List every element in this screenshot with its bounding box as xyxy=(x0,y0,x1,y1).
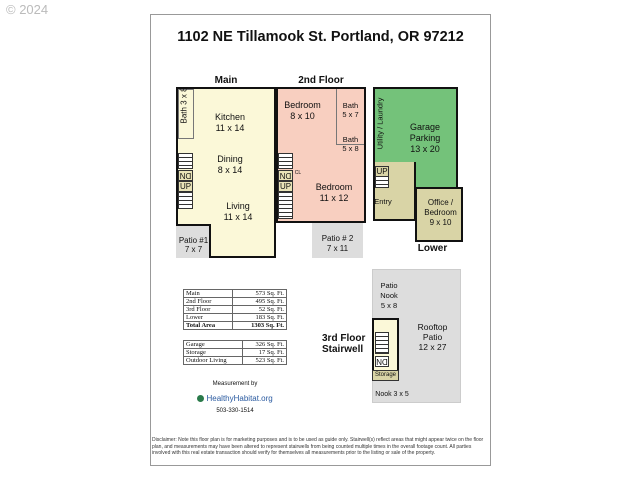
bath-1-size: 5 x 7 xyxy=(342,110,359,119)
dining-label: Dining xyxy=(217,154,243,164)
patio-nook-label-2: Nook xyxy=(380,291,398,300)
bedroom-2-size: 11 x 12 xyxy=(319,193,349,203)
garage-size: 13 x 20 xyxy=(410,144,440,154)
patio-nook-label: Patio xyxy=(380,281,398,290)
bedroom-2-label: Bedroom xyxy=(315,182,353,192)
bath-2-size: 5 x 8 xyxy=(342,144,359,153)
up-label: UP xyxy=(278,181,293,192)
kitchen-size: 11 x 14 xyxy=(215,123,245,133)
office-bedroom xyxy=(415,187,463,242)
rooftop-size: 12 x 27 xyxy=(418,342,447,352)
globe-icon xyxy=(197,395,205,403)
lower-floor-label: Lower xyxy=(417,243,448,254)
patio-1 xyxy=(176,224,211,258)
patio-1-label: Patio #1 xyxy=(178,236,209,245)
storage-label: Storage xyxy=(372,370,399,381)
bedroom-1-label: Bedroom xyxy=(284,100,321,110)
office-label: Office / xyxy=(427,198,454,207)
bedroom-1-size: 8 x 10 xyxy=(290,111,315,121)
second-floor-label: 2nd Floor xyxy=(298,75,344,86)
rooftop-label-2: Patio xyxy=(422,332,443,342)
measurement-by: Measurement by xyxy=(212,381,258,387)
garage-label: Garage xyxy=(409,122,441,132)
dn-label: DN xyxy=(375,356,389,367)
page-title: 1102 NE Tillamook St. Portland, OR 97212 xyxy=(177,29,464,45)
stairs xyxy=(178,153,193,169)
main-floor-label: Main xyxy=(214,75,238,86)
kitchen-label: Kitchen xyxy=(214,112,246,122)
patio-2-label: Patio # 2 xyxy=(321,234,354,243)
bath-1-label: Bath xyxy=(342,101,359,110)
living-size: 11 x 14 xyxy=(223,212,253,222)
bath-main: Bath 3 x 8 xyxy=(179,87,189,124)
closet-label: CL xyxy=(294,170,302,176)
patio-2 xyxy=(312,223,363,258)
office-label-2: Bedroom xyxy=(424,208,457,217)
parking-label: Parking xyxy=(409,133,441,143)
stairs xyxy=(278,192,293,219)
dn-label: DN xyxy=(278,170,293,181)
entry-label: Entry xyxy=(374,197,392,206)
utility-laundry-label: Utility / Laundry xyxy=(375,97,385,150)
floor-plan-page xyxy=(150,14,491,466)
rooftop-label: Rooftop xyxy=(417,322,448,332)
disclaimer: Disclaimer: Note this floor plan is for … xyxy=(152,437,484,456)
stairs xyxy=(375,176,389,188)
bath-2-label: Bath xyxy=(342,135,359,144)
healthy-habitat-logo: HealthyHabitat.org xyxy=(180,394,290,403)
patio-nook-size: 5 x 8 xyxy=(380,301,398,310)
third-floor-label: 3rd Floor xyxy=(322,333,366,344)
stairs xyxy=(178,192,193,209)
dn-label: DN xyxy=(178,170,193,181)
up-label: UP xyxy=(178,181,193,192)
office-size: 9 x 10 xyxy=(429,218,452,227)
stairwell-label: Stairwell xyxy=(322,344,364,355)
phone-number: 503-330-1514 xyxy=(216,408,254,414)
living-label: Living xyxy=(226,201,250,211)
patio-1-size: 7 x 7 xyxy=(184,245,203,254)
nook-label: Nook 3 x 5 xyxy=(375,391,409,398)
stairs xyxy=(278,153,293,169)
copyright: © 2024 xyxy=(6,2,49,17)
stairs xyxy=(375,332,389,354)
patio-2-size: 7 x 11 xyxy=(326,244,349,253)
dining-size: 8 x 14 xyxy=(217,165,243,175)
